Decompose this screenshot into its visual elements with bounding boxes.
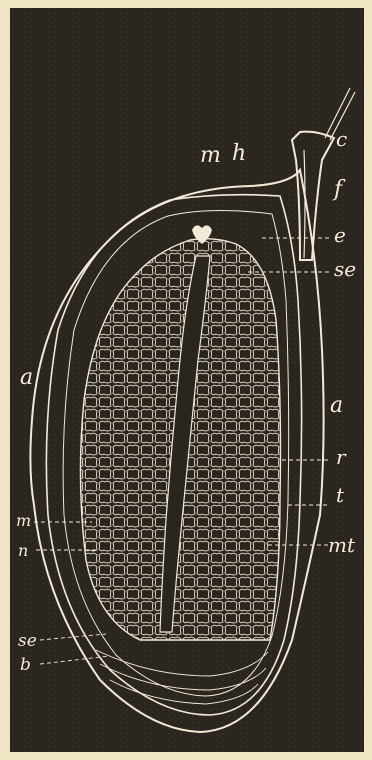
- label-a-right: a: [330, 393, 343, 418]
- label-r: r: [336, 445, 347, 469]
- label-m: m: [200, 143, 221, 168]
- label-se-left: se: [18, 631, 37, 651]
- label-mt: mt: [328, 533, 356, 557]
- label-a-left: a: [20, 365, 33, 390]
- label-e: e: [334, 223, 346, 247]
- label-n: n: [18, 541, 28, 560]
- label-h: h: [232, 141, 246, 166]
- label-t: t: [336, 483, 345, 507]
- label-m-left: m: [16, 511, 31, 530]
- label-b: b: [20, 655, 31, 675]
- label-se-right: se: [334, 257, 356, 281]
- label-c: c: [336, 127, 347, 151]
